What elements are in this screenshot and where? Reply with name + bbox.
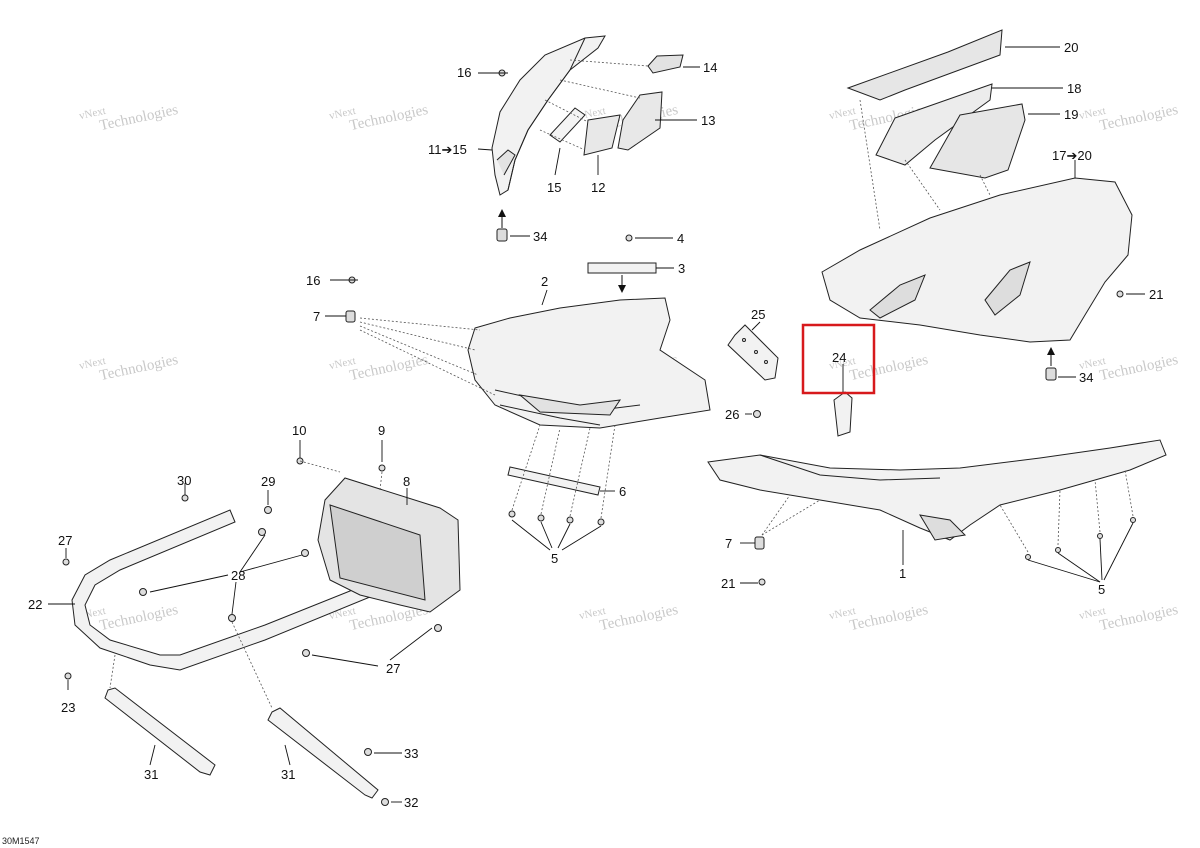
callout-15: 15 bbox=[547, 180, 561, 195]
callout-34-right: 34 bbox=[1079, 370, 1093, 385]
running-board-part-1 bbox=[707, 439, 1167, 541]
pad-15-part bbox=[549, 107, 586, 143]
bracket-31-left bbox=[104, 687, 216, 776]
callout-30: 30 bbox=[177, 473, 191, 488]
callout-27-left: 27 bbox=[58, 533, 72, 548]
strip-6-part bbox=[507, 466, 601, 496]
pad-13-part bbox=[617, 91, 663, 151]
callout-21-top: 21 bbox=[1149, 287, 1163, 302]
fastener-21-top bbox=[1116, 290, 1124, 298]
callout-7-center: 7 bbox=[313, 309, 320, 324]
callout-29: 29 bbox=[261, 474, 275, 489]
fastener-4 bbox=[625, 234, 633, 242]
small-fasteners-left bbox=[62, 457, 442, 806]
callout-26: 26 bbox=[725, 407, 739, 422]
side-panel-part bbox=[821, 177, 1133, 343]
callout-14: 14 bbox=[703, 60, 717, 75]
callout-31-right: 31 bbox=[281, 767, 295, 782]
clip-34-right bbox=[1045, 367, 1057, 381]
clip-7-right bbox=[754, 536, 765, 550]
clip-34-top bbox=[496, 228, 508, 242]
callout-16-center: 16 bbox=[306, 273, 320, 288]
callout-12: 12 bbox=[591, 180, 605, 195]
rivets-5-right bbox=[1025, 517, 1136, 560]
callout-13: 13 bbox=[701, 113, 715, 128]
decal-20-part bbox=[846, 29, 1003, 101]
grille-part-8 bbox=[317, 477, 461, 613]
bracket-24-part bbox=[833, 391, 853, 437]
callout-19: 19 bbox=[1064, 107, 1078, 122]
strip-3-part bbox=[587, 262, 657, 274]
decal-19-part bbox=[929, 103, 1026, 179]
callout-7-right: 7 bbox=[725, 536, 732, 551]
callout-34-top: 34 bbox=[533, 229, 547, 244]
highlight-box-24 bbox=[801, 323, 876, 395]
callout-3: 3 bbox=[678, 261, 685, 276]
pad-14-part bbox=[647, 54, 684, 74]
callout-18: 18 bbox=[1067, 81, 1081, 96]
callout-8: 8 bbox=[403, 474, 410, 489]
callout-6: 6 bbox=[619, 484, 626, 499]
callout-11-15: 11➔15 bbox=[428, 142, 467, 157]
callout-labels: 14 13 16 11➔15 15 12 34 4 3 2 16 7 6 5 2… bbox=[28, 40, 1163, 810]
reference-code: 30M1547 bbox=[2, 836, 40, 846]
callout-1: 1 bbox=[899, 566, 906, 581]
callout-9: 9 bbox=[378, 423, 385, 438]
callout-10: 10 bbox=[292, 423, 306, 438]
callout-27-bottom: 27 bbox=[386, 661, 400, 676]
callout-2: 2 bbox=[541, 274, 548, 289]
rivets-5-center bbox=[508, 510, 605, 526]
decal-18-part bbox=[875, 83, 993, 166]
callout-33: 33 bbox=[404, 746, 418, 761]
callout-21-right: 21 bbox=[721, 576, 735, 591]
fastener-26 bbox=[753, 410, 761, 418]
pad-12-part bbox=[583, 114, 621, 156]
bracket-25-part bbox=[727, 324, 779, 381]
callout-5-center: 5 bbox=[551, 551, 558, 566]
callout-5-right: 5 bbox=[1098, 582, 1105, 597]
callout-17-20: 17➔20 bbox=[1052, 148, 1092, 163]
callout-16-top: 16 bbox=[457, 65, 471, 80]
leader-lines bbox=[48, 46, 1145, 803]
callout-23: 23 bbox=[61, 700, 75, 715]
callout-25: 25 bbox=[751, 307, 765, 322]
callout-31-left: 31 bbox=[144, 767, 158, 782]
callout-22: 22 bbox=[28, 597, 42, 612]
fastener-21-right bbox=[758, 578, 766, 586]
clip-7-center bbox=[345, 310, 356, 323]
nose-cap-part bbox=[491, 35, 606, 196]
callout-28: 28 bbox=[231, 568, 245, 583]
bracket-31-right bbox=[267, 707, 379, 799]
callout-20: 20 bbox=[1064, 40, 1078, 55]
callout-24: 24 bbox=[832, 350, 846, 365]
callout-4: 4 bbox=[677, 231, 684, 246]
callout-32: 32 bbox=[404, 795, 418, 810]
nose-pan-part-2 bbox=[467, 297, 711, 429]
